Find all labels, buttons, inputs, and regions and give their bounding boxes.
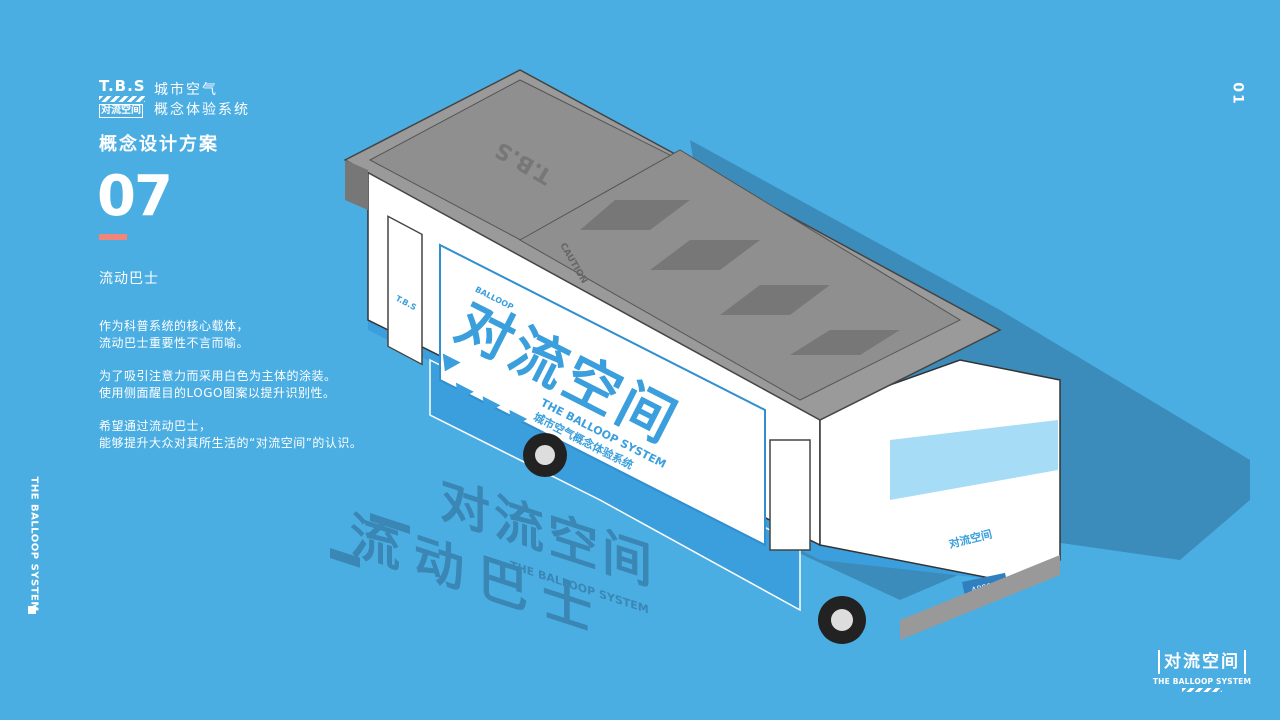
- footer-stripes: [1182, 688, 1222, 692]
- logo-sub: 对流空间: [99, 104, 143, 118]
- section-number: 07: [97, 164, 173, 229]
- logo-cn-line1: 城市空气: [154, 82, 218, 98]
- vertical-label: THE BALLOOP SYSTEM: [21, 476, 41, 612]
- bus-door: [387, 215, 423, 366]
- bus-back-door: [769, 439, 811, 551]
- description-line: 能够提升大众对其所生活的“对流空间”的认识。: [99, 436, 363, 450]
- section-title: 流动巴士: [99, 271, 159, 287]
- vertical-label-square: [28, 606, 36, 614]
- logo-tbs: T.B.S: [99, 77, 146, 95]
- number-underline: [99, 234, 127, 240]
- description: 作为科普系统的核心载体， 流动巴士重要性不言而喻。 为了吸引注意力而采用白色为主…: [99, 318, 362, 468]
- description-para-3: 希望通过流动巴士， 能够提升大众对其所生活的“对流空间”的认识。: [99, 418, 362, 452]
- bus-side-panel: [439, 243, 766, 547]
- description-line: 为了吸引注意力而采用白色为主体的涂装。: [99, 369, 337, 383]
- description-line: 使用侧面醒目的LOGO图案以提升识别性。: [99, 386, 336, 400]
- logo-cn-line2: 概念体验系统: [154, 102, 250, 118]
- page-number: 01: [1230, 80, 1250, 110]
- description-para-2: 为了吸引注意力而采用白色为主体的涂装。 使用侧面醒目的LOGO图案以提升识别性。: [99, 368, 362, 402]
- footer-logo-en: THE BALLOOP SYSTEM: [1152, 677, 1252, 686]
- shadow-text: 对流空间 THE BALLOOP SYSTEM 流动巴士: [330, 470, 656, 647]
- bus-roof-edge: [345, 160, 368, 210]
- bus-plate-bg: [962, 572, 1008, 596]
- description-line: 希望通过流动巴士，: [99, 419, 212, 433]
- bus-bumper: [900, 555, 1060, 640]
- page-number-text: 01: [1229, 82, 1246, 106]
- description-para-1: 作为科普系统的核心载体， 流动巴士重要性不言而喻。: [99, 318, 362, 352]
- footer-logo: 对流空间 THE BALLOOP SYSTEM: [1152, 650, 1252, 694]
- plan-title: 概念设计方案: [99, 134, 219, 155]
- brand-logo: T.B.S 对流空间 城市空气 概念体验系统: [99, 78, 269, 122]
- bus-windshield: [890, 420, 1058, 500]
- footer-logo-cn: 对流空间: [1158, 650, 1246, 674]
- description-line: 作为科普系统的核心载体，: [99, 319, 250, 333]
- logo-cn: 城市空气 概念体验系统: [154, 80, 250, 120]
- description-line: 流动巴士重要性不言而喻。: [99, 336, 250, 350]
- vertical-label-text: THE BALLOOP SYSTEM: [28, 476, 40, 612]
- logo-stripes: [99, 96, 145, 102]
